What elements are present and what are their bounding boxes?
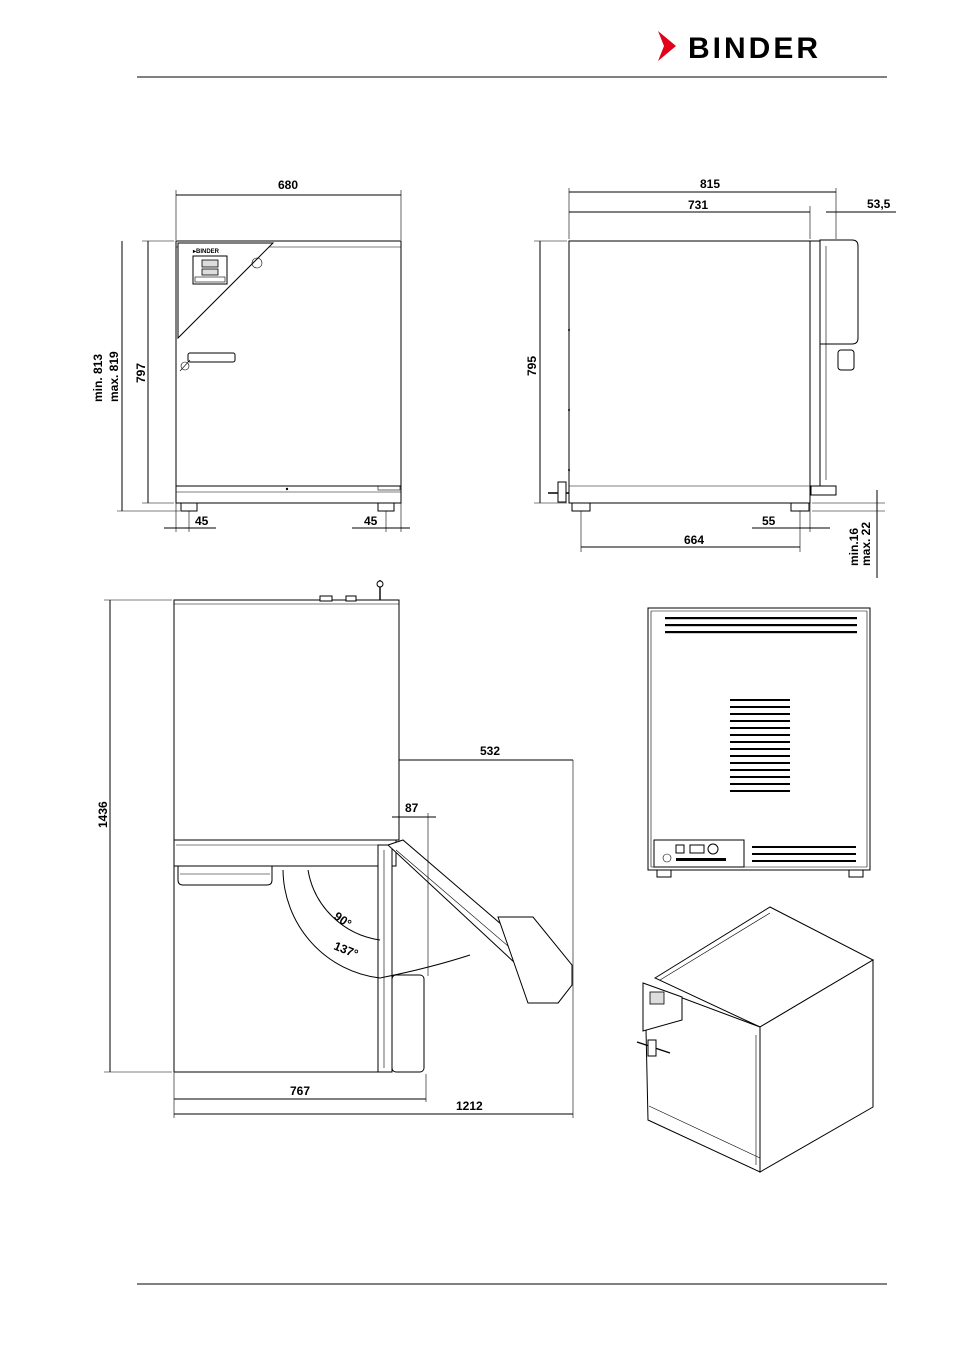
top-depth-dim: 1436	[96, 801, 110, 828]
rear-view	[647, 607, 871, 878]
side-door-depth-dim: 53,5	[867, 197, 891, 211]
side-foot-height-min: min.16	[847, 528, 861, 566]
rear-top-vents	[665, 617, 857, 634]
side-view: 815 731 53,5 795 664 55 min.16 max. 22	[525, 177, 896, 578]
logo-triangle-icon	[658, 31, 676, 61]
top-view: 90° 137° 1436 532 87 767 1212	[96, 580, 574, 1118]
side-body-depth-dim: 731	[688, 198, 708, 212]
rear-bottom-vents	[752, 846, 856, 862]
isometric-view	[636, 906, 875, 1173]
brand-name: BINDER	[688, 32, 821, 65]
header: BINDER	[137, 31, 887, 78]
front-view: ▸BINDER 680 797 min. 813 max. 819	[91, 178, 410, 532]
svg-text:▸BINDER: ▸BINDER	[192, 249, 220, 255]
rear-center-vents	[730, 699, 790, 792]
side-foot-span-dim: 664	[684, 533, 704, 547]
front-foot-left-dim: 45	[195, 514, 209, 528]
front-foot-right-dim: 45	[364, 514, 378, 528]
front-overall-height-max: max. 819	[107, 351, 121, 402]
top-overall-width-dim: 1212	[456, 1099, 483, 1113]
front-overall-height-min: min. 813	[91, 354, 105, 402]
side-foot-height-max: max. 22	[859, 522, 873, 566]
angle-90-label: 90°	[331, 909, 354, 931]
front-width-dim: 680	[278, 178, 298, 192]
binder-logo: BINDER	[658, 31, 821, 65]
top-door-offset-dim: 87	[405, 801, 419, 815]
front-height-dim: 797	[134, 363, 148, 383]
top-width-dim: 767	[290, 1084, 310, 1098]
side-foot-offset-dim: 55	[762, 514, 776, 528]
top-door-projection-dim: 532	[480, 744, 500, 758]
side-total-depth-dim: 815	[700, 177, 720, 191]
side-height-dim: 795	[525, 356, 539, 376]
angle-137-label: 137°	[332, 939, 360, 961]
